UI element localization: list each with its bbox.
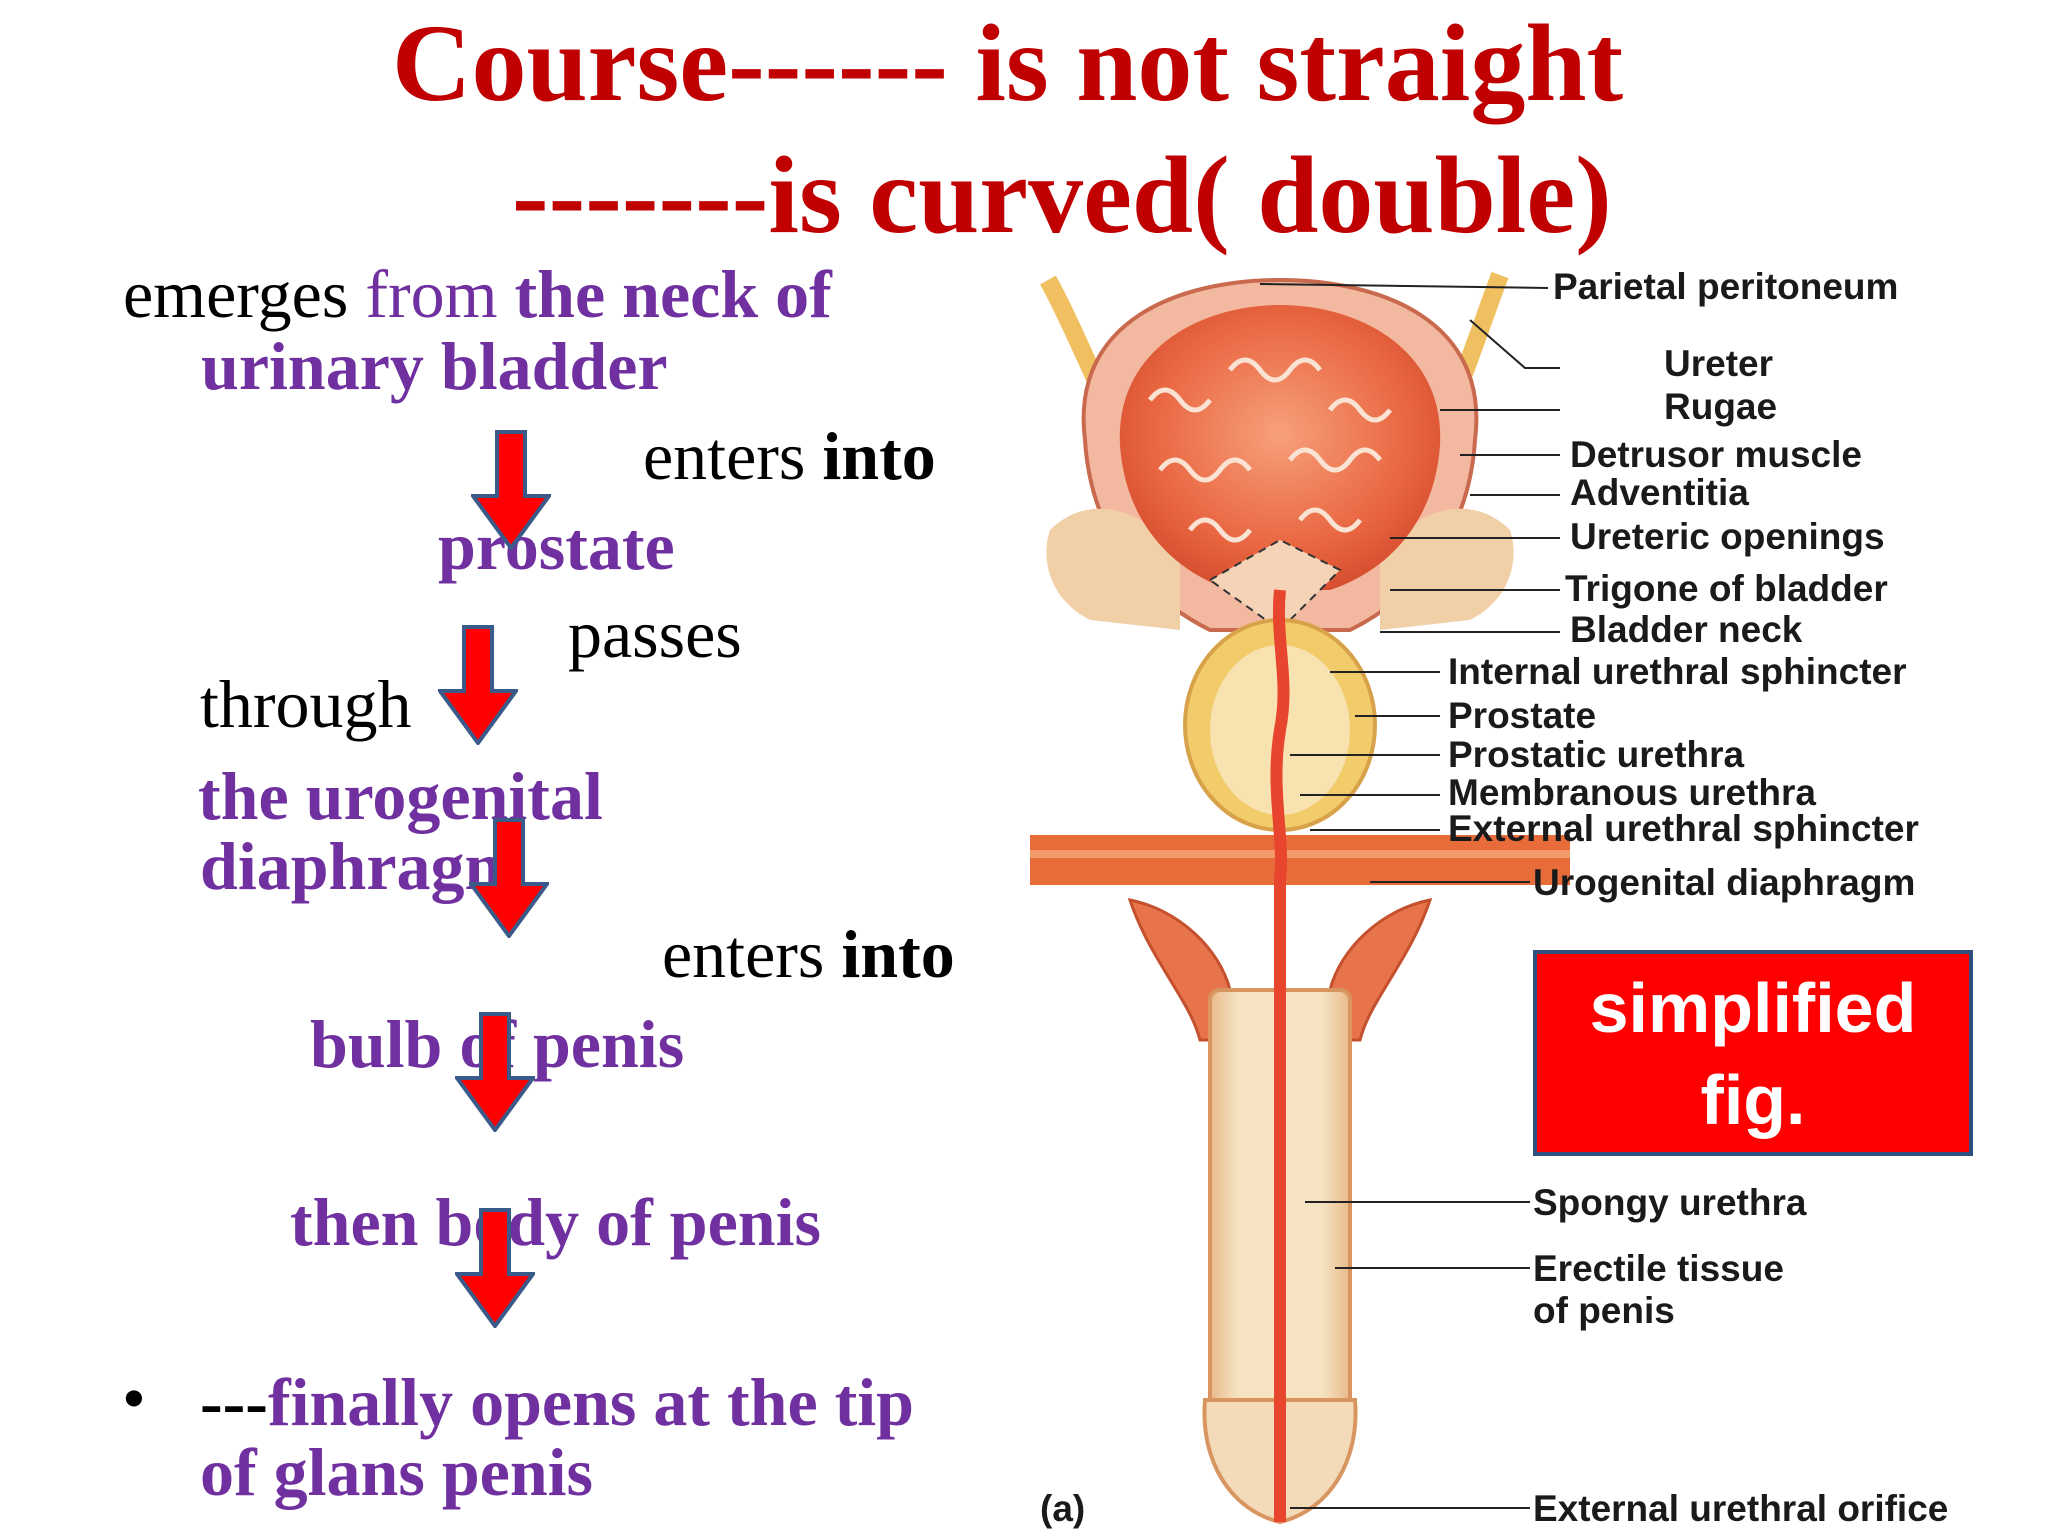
label-prostatic-urethra: Prostatic urethra	[1448, 734, 1745, 775]
down-arrow-icon	[469, 818, 549, 938]
label-membranous-urethra: Membranous urethra	[1448, 772, 1817, 813]
flow-finally-line: ---finally opens at the tip	[200, 1368, 914, 1436]
flow-enters-1: enters	[643, 418, 823, 494]
label-of-penis: of penis	[1533, 1290, 1675, 1331]
flow-into-1: into	[822, 418, 936, 494]
flow-bullet: •	[122, 1360, 146, 1436]
label-rugae: Rugae	[1664, 386, 1778, 427]
flow-enters-into-1: enters into	[643, 422, 936, 490]
flow-enters-into-2: enters into	[662, 920, 955, 988]
flow-prostate: prostate	[438, 508, 675, 584]
penile-bulb	[1127, 898, 1433, 1042]
flow-through: through	[200, 666, 412, 742]
label-leader-lines	[1259, 283, 1560, 1509]
flow-into-2: into	[841, 916, 955, 992]
flow-emerges-line: emerges from the neck of	[123, 260, 832, 328]
label-spongy-urethra: Spongy urethra	[1533, 1182, 1807, 1223]
badge-line-2: fig.	[1700, 1061, 1806, 1139]
flow-urinary-bladder: urinary bladder	[201, 328, 668, 404]
label-ureteric-openings: Ureteric openings	[1570, 516, 1885, 557]
title-line-1: Course------ is not straight	[392, 2, 1624, 124]
bladder-base	[1046, 508, 1180, 630]
panel-label: (a)	[1040, 1488, 1086, 1529]
trigone	[1208, 538, 1342, 632]
title-line-2: -------is curved( double)	[512, 134, 1612, 256]
label-erectile-tissue: Erectile tissue	[1533, 1248, 1784, 1289]
badge-line-1: simplified	[1589, 969, 1917, 1047]
label-urogenital-diaphragm: Urogenital diaphragm	[1533, 862, 1916, 903]
label-parietal-peritoneum: Parietal peritoneum	[1553, 266, 1899, 307]
label-bladder-neck: Bladder neck	[1570, 609, 1803, 650]
simplified-figure-badge: simplified fig.	[1533, 950, 1973, 1156]
flow-enters-2: enters	[662, 916, 842, 992]
down-arrow-icon	[471, 430, 551, 550]
label-external-urethral-orifice: External urethral orifice	[1533, 1488, 1949, 1529]
label-ureter: Ureter	[1664, 343, 1773, 384]
label-adventitia: Adventitia	[1570, 472, 1749, 513]
flow-neck-of: the neck of	[514, 256, 832, 332]
flow-finally-dashes: ---	[200, 1364, 268, 1440]
down-arrow-icon	[455, 1208, 535, 1328]
label-detrusor-muscle: Detrusor muscle	[1570, 434, 1862, 475]
flow-from: from	[348, 256, 515, 332]
urinary-tract-illustration	[1030, 271, 1570, 1525]
label-internal-urethral-sphincter: Internal urethral sphincter	[1448, 651, 1907, 692]
urogenital-diaphragm	[1030, 835, 1570, 885]
bladder-base	[1380, 508, 1514, 630]
down-arrow-icon	[455, 1012, 535, 1132]
flow-body-of-penis: then body of penis	[290, 1184, 821, 1260]
flow-urogenital: the urogenital	[198, 758, 603, 834]
label-prostate: Prostate	[1448, 695, 1597, 736]
rugae-folds	[1148, 357, 1392, 543]
flow-emerges: emerges	[123, 256, 349, 332]
flow-passes: passes	[568, 596, 742, 672]
flow-glans: of glans penis	[200, 1434, 593, 1510]
flow-finally: finally opens at the tip	[267, 1364, 915, 1440]
flow-diaphragm: diaphragm	[200, 828, 522, 904]
label-external-urethral-sphincter: External urethral sphincter	[1448, 808, 1919, 849]
down-arrow-icon	[438, 625, 518, 745]
urethra	[1270, 589, 1290, 1522]
label-trigone-of-bladder: Trigone of bladder	[1565, 568, 1888, 609]
